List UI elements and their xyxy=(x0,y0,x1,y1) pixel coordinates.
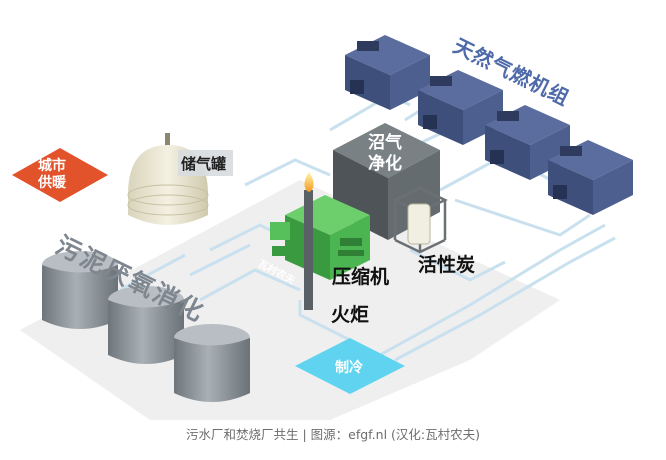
flare-stack xyxy=(304,172,314,310)
cooling-label: 制冷 xyxy=(335,357,363,377)
gas-engine-4 xyxy=(548,140,633,215)
compressor-label: 压缩机 xyxy=(332,262,389,289)
gas-holder-label: 储气罐 xyxy=(181,153,226,174)
activated-carbon-label: 活性炭 xyxy=(418,250,475,277)
gas-holder xyxy=(128,133,233,225)
gas-engine-1 xyxy=(345,35,430,110)
flare-label: 火炬 xyxy=(331,300,369,327)
biogas-purify-label: 沼气 净化 xyxy=(368,133,402,175)
digester-tank-3 xyxy=(174,324,250,402)
biogas-plant-diagram xyxy=(0,0,666,422)
carbon-filter-cylinder xyxy=(408,204,430,244)
city-heating-label: 城市 供暖 xyxy=(38,158,66,192)
image-caption: 污水厂和焚烧厂共生 | 图源：efgf.nl (汉化:瓦村农夫) xyxy=(0,424,666,443)
